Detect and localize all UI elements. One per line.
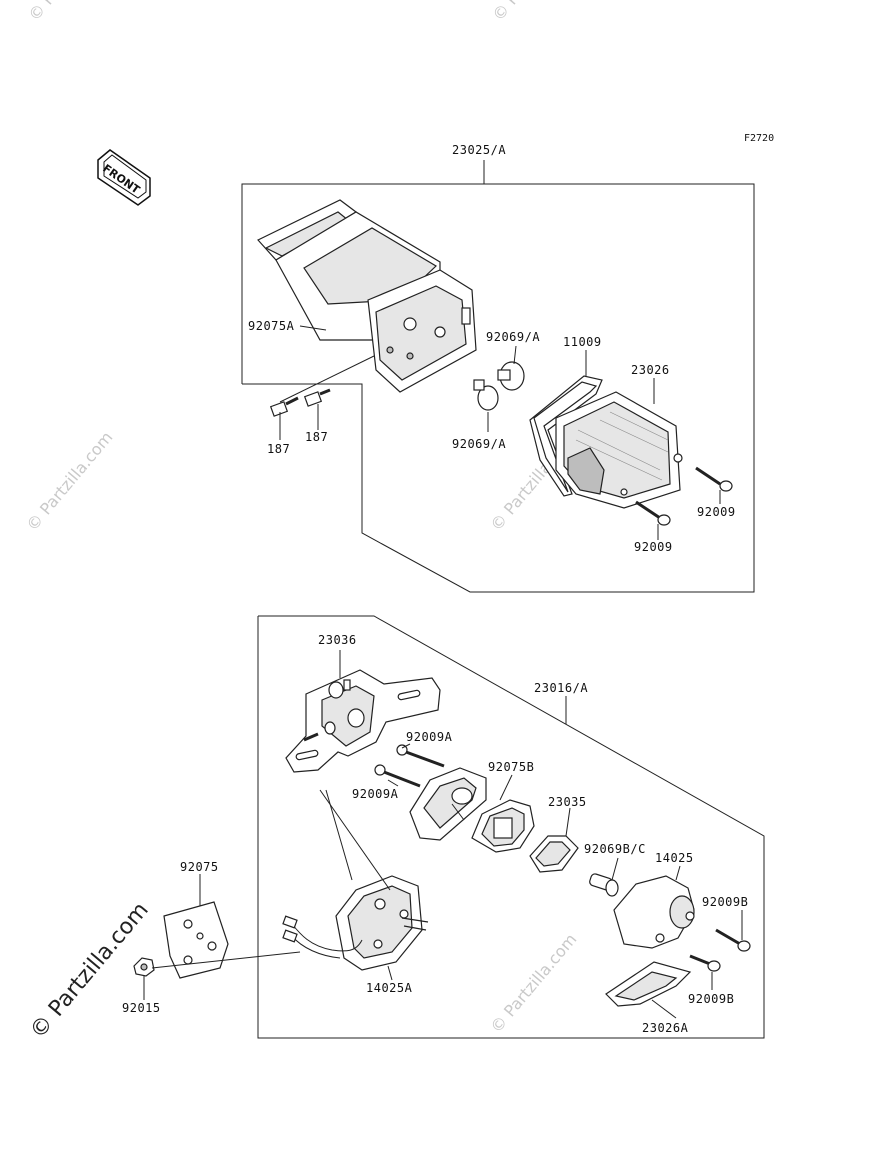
watermark-bottom-left-large: © Partzilla.com — [25, 898, 153, 1044]
label-92015: 92015 — [122, 1001, 161, 1015]
label-23035: 23035 — [548, 795, 587, 809]
label-187-right: 187 — [305, 430, 328, 444]
tail-lamp-housing — [257, 199, 477, 393]
svg-text:© Partzilla.com: © Partzilla.com — [23, 428, 117, 535]
label-11009: 11009 — [563, 335, 602, 349]
label-92009-bottom: 92009 — [634, 540, 673, 554]
watermark-center-low: © Partzilla.com — [487, 930, 581, 1037]
label-92009-right: 92009 — [697, 505, 736, 519]
label-23016a: 23016/A — [534, 681, 588, 695]
bolt-187-right-icon — [303, 388, 331, 407]
lower-leader-lines — [143, 650, 743, 1019]
screw-92009-right-icon — [695, 466, 733, 492]
label-23026a: 23026A — [642, 1021, 689, 1035]
tail-lens — [555, 391, 683, 509]
label-92069bc: 92069B/C — [584, 842, 646, 856]
label-92069a-top: 92069/A — [486, 330, 540, 344]
screw-92009b-bottom-icon — [689, 954, 721, 972]
front-arrow-icon: FRONT — [97, 149, 151, 206]
nut-92015-icon — [133, 957, 155, 977]
label-92069a-bottom: 92069/A — [452, 437, 506, 451]
socket-holder — [409, 767, 487, 841]
watermark-left-mid: © Partzilla.com — [23, 428, 117, 535]
upper-frame — [241, 183, 755, 593]
label-92075a: 92075A — [248, 319, 295, 333]
bulb-socket-23035 — [529, 835, 579, 873]
bolt-92009a-top-icon — [396, 744, 445, 768]
watermark-top-center: © Partzilla.com — [489, 0, 583, 25]
screw-92009-bottom-icon — [635, 500, 671, 526]
label-23036: 23036 — [318, 633, 357, 647]
label-92009a-top: 92009A — [406, 730, 453, 744]
watermark-top-left: © Partzilla.com — [25, 0, 119, 25]
label-92009b-top: 92009B — [702, 895, 748, 909]
svg-text:© Partzilla.com: © Partzilla.com — [25, 898, 153, 1044]
label-92075: 92075 — [180, 860, 219, 874]
label-23025a: 23025/A — [452, 143, 506, 157]
bulb-92069a-bottom-icon — [473, 379, 499, 411]
gasket-92075b — [471, 799, 535, 853]
figure-id: F2720 — [744, 133, 774, 144]
bolt-92009a-mid-icon — [374, 764, 421, 788]
housing-14025a — [335, 875, 429, 971]
wire-harness — [282, 915, 363, 959]
label-23026: 23026 — [631, 363, 670, 377]
label-14025a: 14025A — [366, 981, 413, 995]
bulb-92069bc-icon — [589, 873, 619, 897]
bulb-92069a-top-icon — [497, 361, 525, 391]
label-92075b: 92075B — [488, 760, 534, 774]
label-14025: 14025 — [655, 851, 694, 865]
license-bracket — [285, 669, 441, 773]
upper-leader-lines — [279, 325, 721, 540]
lens-23026a — [605, 961, 692, 1007]
label-187-left: 187 — [267, 442, 290, 456]
lamp-housing-14025 — [613, 875, 695, 949]
lens-gasket — [529, 375, 603, 497]
plate-92075 — [163, 901, 229, 979]
bolt-187-left-icon — [269, 396, 299, 417]
svg-text:© Partzilla.com: © Partzilla.com — [487, 930, 581, 1037]
label-92009b-bottom: 92009B — [688, 992, 734, 1006]
label-92009a-mid: 92009A — [352, 787, 399, 801]
svg-text:© Partzilla.com: © Partzilla.com — [489, 0, 583, 25]
lower-frame — [257, 615, 765, 1039]
screw-92009b-top-icon — [715, 928, 751, 952]
svg-text:© Partzilla.com: © Partzilla.com — [25, 0, 119, 25]
